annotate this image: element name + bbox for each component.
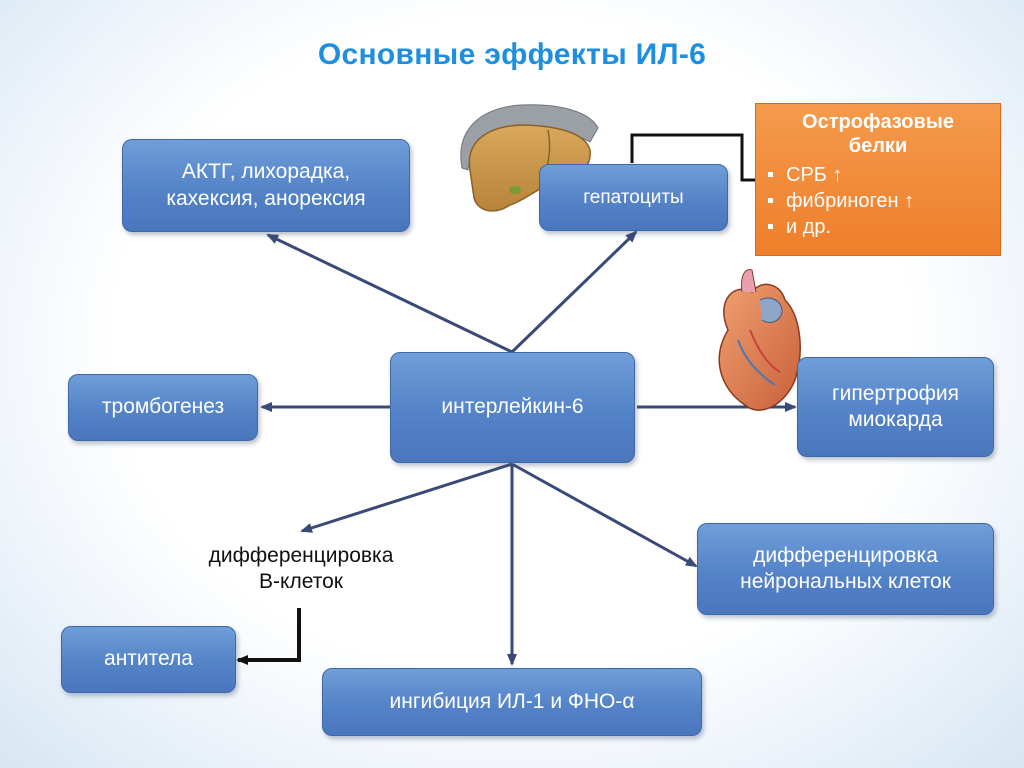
arrow-to-bcell xyxy=(300,462,513,533)
node-inhibition: ингибиция ИЛ-1 и ФНО-α xyxy=(322,668,702,736)
acute-phase-title: Острофазовые белки xyxy=(802,111,954,157)
acute-phase-list: СРБ ↑ фибриноген ↑ и др. xyxy=(766,162,990,240)
node-interleukin-6: интерлейкин-6 xyxy=(390,352,635,463)
node-interleukin-6-label: интерлейкин-6 xyxy=(441,395,584,419)
acute-phase-box: Острофазовые белки СРБ ↑ фибриноген ↑ и … xyxy=(755,103,1001,256)
node-hepatocytes-label: гепатоциты xyxy=(583,186,684,208)
page-title: Основные эффекты ИЛ-6 xyxy=(317,38,707,71)
node-acth-label: АКТГ, лихорадка, кахексия, анорексия xyxy=(166,160,366,210)
node-myocardial-hypertrophy: гипертрофия миокарда xyxy=(797,357,994,457)
node-thrombogenesis-label: тромбогенез xyxy=(101,395,225,419)
arrow-to-hepatocytes xyxy=(510,230,638,354)
connector-hepatocytes-acute-phase xyxy=(630,133,755,182)
arrow-to-neuronal xyxy=(511,462,698,568)
heart-icon xyxy=(718,269,801,411)
node-inhibition-label: ингибиция ИЛ-1 и ФНО-α xyxy=(389,689,635,713)
node-antibodies-label: антитела xyxy=(104,647,193,671)
node-hepatocytes: гепатоциты xyxy=(539,164,728,231)
node-bcell-differentiation: дифференцировка В-клеток xyxy=(208,544,394,594)
acute-phase-item-crp: СРБ ↑ xyxy=(766,162,990,188)
node-acth: АКТГ, лихорадка, кахексия, анорексия xyxy=(122,139,410,232)
node-neuronal-differentiation-label: дифференцировка нейрональных клеток xyxy=(740,543,951,593)
arrow-to-acth xyxy=(266,233,513,354)
node-myocardial-hypertrophy-label: гипертрофия миокарда xyxy=(831,381,959,431)
node-antibodies: антитела xyxy=(61,626,236,693)
acute-phase-item-other: и др. xyxy=(766,214,990,240)
node-neuronal-differentiation: дифференцировка нейрональных клеток xyxy=(697,523,994,615)
acute-phase-item-fibrinogen: фибриноген ↑ xyxy=(766,188,990,214)
arrow-to-antibodies xyxy=(236,608,301,665)
node-thrombogenesis: тромбогенез xyxy=(68,374,258,441)
